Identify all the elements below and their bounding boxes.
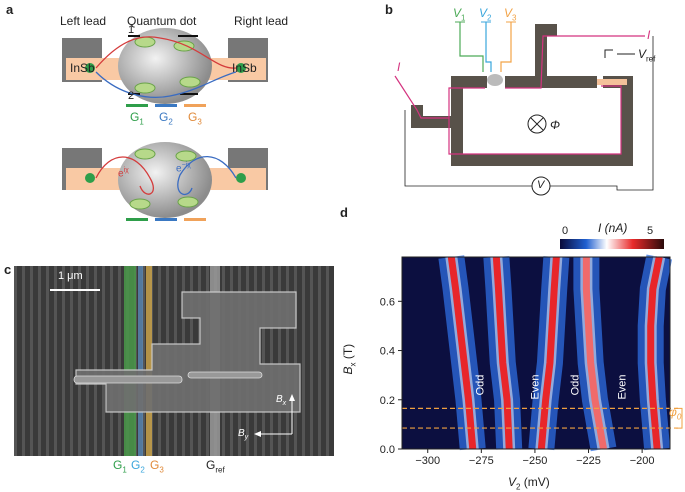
gate-label-g2: G2 [159,110,173,127]
panel-c: c 1 μm Bx By G1 G2 G3 Gref [0,262,335,492]
circuit-diagram [394,21,654,196]
x-tick-label-2: −250 [523,455,548,467]
current-right-label: I [647,28,651,42]
vref-label: Vref [638,47,656,64]
heatmap-plot: −300 −275 −250 −225 −200 0.0 0.2 0.4 0.6 [380,239,683,467]
gate-bar-g1 [126,104,148,107]
path-1-label: 1 [128,24,135,36]
x-axis-label: V2 (mV) [508,475,550,492]
gate-g3-label: G3 [150,458,164,475]
parity-label-2: Even [529,374,542,400]
phase-minus-label: e−iχ [176,162,191,175]
parity-label-1: Odd [474,374,487,396]
path-2-label: 2 [128,90,135,102]
sem-image [14,266,334,456]
y-tick-label-1: 0.2 [380,395,395,407]
x-tick-label-1: −275 [469,455,494,467]
y-axis-label: Bx (T) [341,343,358,375]
y-tick-label-0: 0.0 [380,444,395,456]
phi0-bracket [676,407,683,429]
panel-b: b V1 V2 V3 Vref I I Φ V [345,0,685,200]
right-lead-label: Right lead [234,14,289,28]
colorbar-tick-0: 0 [562,225,569,237]
resonance-line-3 [537,256,560,450]
scalebar-label: 1 μm [58,270,83,282]
voltmeter-label: V [537,179,545,191]
insb-right-label: InSb [232,61,257,75]
panel-a-label: a [6,2,14,17]
colorbar-tick-5: 5 [647,225,654,237]
gate-bar-g3 [184,104,206,107]
phi0-label: φ0 [669,405,682,422]
schematic-top [62,28,268,221]
x-tick-label-0: −300 [415,455,440,467]
quantum-dot-label: Quantum dot [127,14,197,28]
gate-gref-label: Gref [206,458,225,475]
gate-g2-label: G2 [131,458,145,475]
gate-bar-g2 [155,104,177,107]
gate-label-g3: G3 [188,110,202,127]
panel-b-label: b [385,2,393,17]
gate-label-g1: G1 [130,110,144,127]
v2-label: V2 [479,6,492,23]
colorbar [560,239,664,249]
y-tick-label-2: 0.4 [380,346,395,358]
flux-label: Φ [550,118,561,132]
insb-left-label: InSb [70,61,95,75]
panel-a: a Left lead Quantum dot Right lead [0,0,330,250]
by-label: By [238,428,249,441]
parity-label-4: Even [616,374,629,400]
y-tick-label-3: 0.6 [380,296,395,308]
panel-d: d −300 −275 −250 −225 −200 0.0 0.2 0.4 0.6 I (nA… [340,205,685,492]
current-left-label: I [397,60,401,74]
parity-label-3: Odd [569,374,582,396]
plot-frame [401,256,671,450]
v3-label: V3 [504,6,517,23]
phase-plus-label: eiχ [118,167,129,180]
bx-label: Bx [276,394,287,407]
gate-g1-label: G1 [113,458,127,475]
colorbar-title: I (nA) [598,221,628,235]
left-lead-label: Left lead [60,14,107,28]
panel-d-label: d [340,205,348,220]
v1-label: V1 [453,6,466,23]
panel-c-label: c [4,262,12,277]
x-tick-label-4: −200 [630,455,655,467]
x-tick-label-3: −225 [576,455,601,467]
